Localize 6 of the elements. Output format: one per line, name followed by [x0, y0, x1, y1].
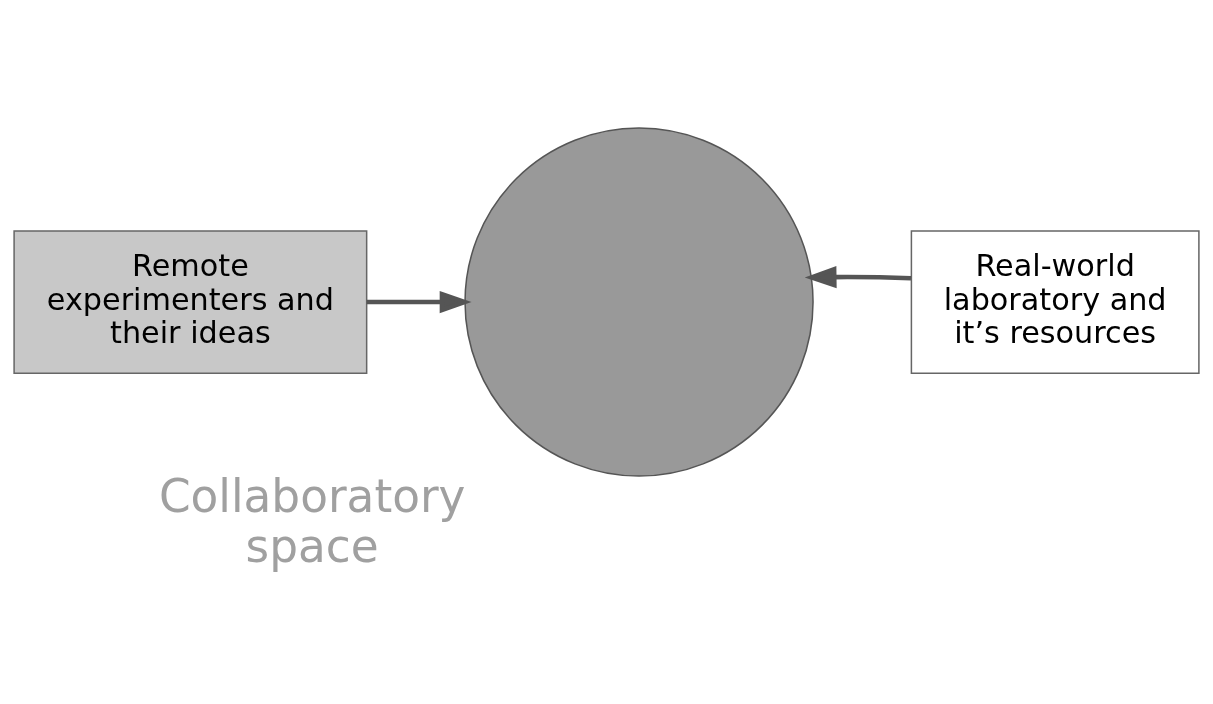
- node-box: Remote experimenters and their ideas: [13, 230, 368, 374]
- node-box: Real-world laboratory and it’s resources: [910, 230, 1200, 374]
- node-label: Collaboratory space: [158, 470, 466, 574]
- node-circle: [464, 127, 814, 477]
- arrow: [804, 265, 912, 289]
- arrow: [366, 290, 472, 314]
